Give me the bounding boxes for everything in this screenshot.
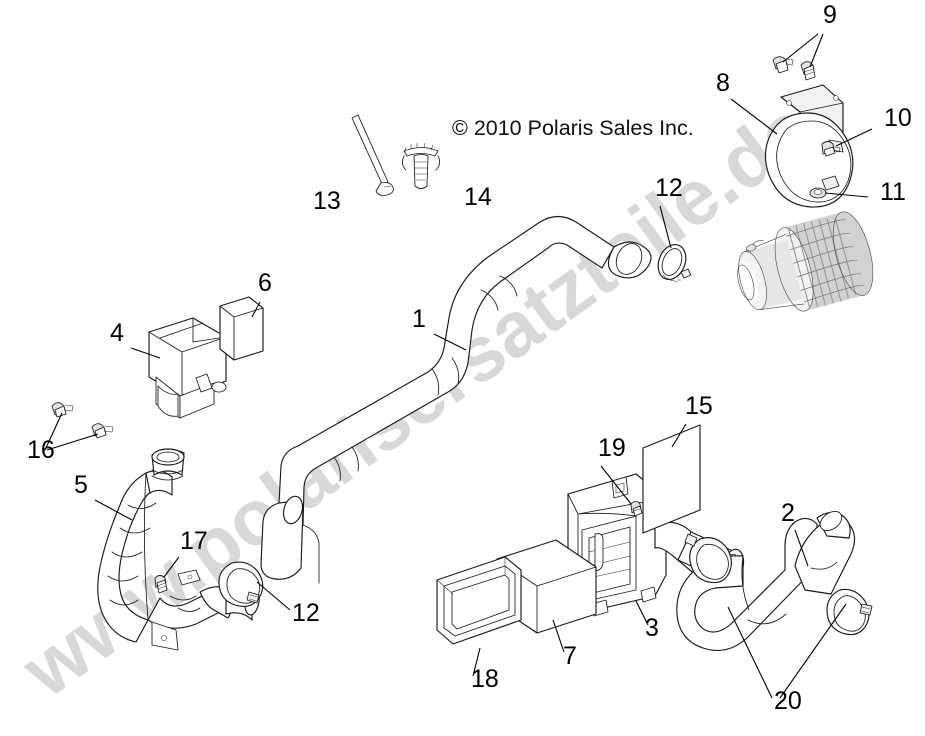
callout-push-pin-clip: 14 — [464, 183, 492, 211]
leader-10 — [835, 128, 873, 147]
callout-gasket-sheet: 15 — [685, 392, 713, 420]
leader-6 — [251, 301, 261, 318]
callout-filter-mount-bracket: 8 — [716, 69, 730, 97]
leader-9b — [809, 33, 824, 68]
callout-cable-tie: 13 — [313, 187, 341, 215]
callout-hose-clamp-pair: 20 — [774, 687, 802, 715]
part-mounting-screws — [51, 402, 114, 439]
leader-17 — [163, 556, 180, 578]
leader-11 — [824, 192, 869, 198]
leader-12b — [256, 581, 291, 611]
part-hose-clamp-pair-left — [684, 533, 732, 584]
callout-bracket-nut: 10 — [884, 104, 912, 132]
callout-lower-air-hose: 2 — [781, 499, 795, 527]
part-bracket-nut — [821, 141, 841, 157]
part-bracket-washer — [809, 187, 827, 199]
leader-16a — [44, 412, 63, 451]
callout-hose-clamp: 12 — [655, 174, 683, 202]
part-bracket-screws — [772, 56, 841, 199]
callout-intake-duct-left: 5 — [74, 471, 88, 499]
callout-airbox-housing: 3 — [645, 614, 659, 642]
leader-1 — [433, 333, 467, 351]
callout-airbox-screw: 19 — [598, 434, 626, 462]
leader-lines — [44, 33, 873, 699]
part-duct-screw — [154, 575, 168, 594]
callout-duct-screw: 17 — [180, 527, 208, 555]
part-filter-mount-bracket — [764, 84, 854, 208]
leader-18 — [472, 647, 481, 677]
leader-19 — [600, 465, 632, 505]
air-filter-photo — [737, 211, 874, 312]
leader-15 — [671, 423, 687, 448]
part-resonator-assembly — [148, 317, 227, 419]
part-cable-tie — [351, 114, 394, 196]
part-main-air-duct — [260, 215, 652, 584]
leader-5 — [94, 499, 133, 521]
leader-2 — [794, 529, 809, 567]
callout-main-air-duct: 1 — [412, 305, 426, 333]
leader-16b — [46, 433, 99, 451]
leader-20a — [727, 606, 773, 699]
leader-7 — [552, 619, 565, 653]
callout-bracket-washer: 11 — [880, 178, 906, 206]
part-foam-block — [219, 296, 264, 361]
callout-air-filter-element: 7 — [563, 642, 577, 670]
part-push-pin-clip — [401, 142, 441, 189]
callout-foam-block: 6 — [258, 269, 272, 297]
part-gasket-sheet — [642, 424, 701, 534]
leader-8 — [730, 98, 778, 135]
leader-12 — [659, 205, 672, 249]
leader-9a — [782, 33, 819, 63]
callout-bracket-screw: 9 — [823, 1, 837, 29]
part-hose-clamp-lower-left — [218, 561, 264, 608]
leader-4 — [130, 347, 161, 359]
callout-hose-clamp: 12 — [292, 599, 320, 627]
copyright-notice: © 2010 Polaris Sales Inc. — [452, 116, 694, 140]
part-airbox-screw — [630, 501, 643, 517]
part-air-filter-element — [496, 539, 597, 634]
part-hose-clamp-pair-right — [826, 588, 873, 636]
callout-filter-frame-seal: 18 — [471, 665, 499, 693]
callout-resonator-assembly: 4 — [110, 319, 124, 347]
leader-3 — [635, 600, 649, 626]
part-lower-air-hose — [676, 511, 856, 651]
part-filter-frame-seal — [436, 556, 522, 645]
leader-20b — [779, 603, 847, 699]
part-hose-clamp-upper — [657, 244, 692, 283]
callout-mounting-screw: 16 — [27, 436, 55, 464]
